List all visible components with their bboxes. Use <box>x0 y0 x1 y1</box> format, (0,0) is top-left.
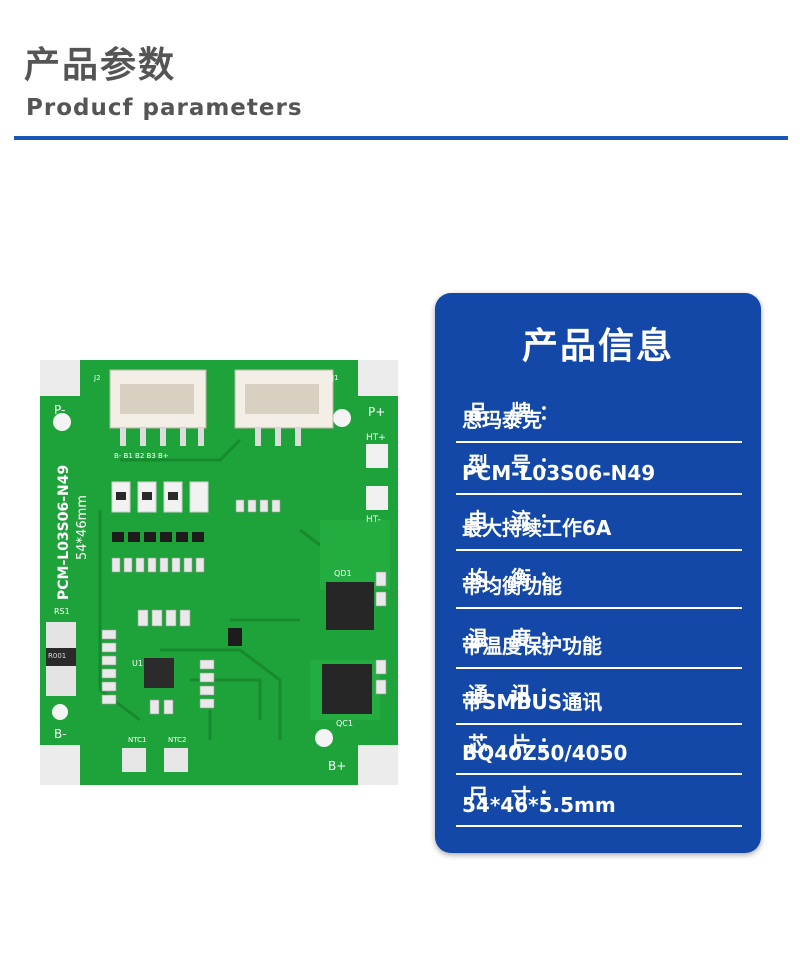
info-row-balance: 均 衡：带均衡功能 <box>456 555 742 609</box>
info-label: 型 号： <box>468 452 567 476</box>
svg-text:HT-: HT- <box>366 515 381 525</box>
info-row-brand: 品 牌：思玛泰克 <box>456 389 742 443</box>
svg-text:R001: R001 <box>48 652 66 660</box>
svg-text:RS1: RS1 <box>54 607 70 616</box>
svg-text:HT+: HT+ <box>366 433 386 443</box>
svg-text:U1: U1 <box>132 659 143 668</box>
pcb-board-image: P- P+ B- B+ HT+ HT- QD1 QC1 U1 NTC1 NTC2… <box>40 360 398 785</box>
info-value: 最大持续工作6A <box>462 516 612 540</box>
svg-text:QD1: QD1 <box>334 569 352 578</box>
info-label: 品 牌： <box>468 400 567 424</box>
svg-text:54*46mm: 54*46mm <box>75 495 90 560</box>
info-value: BQ40Z50/4050 <box>462 741 628 765</box>
svg-text:J2: J2 <box>93 374 101 382</box>
page-title-en: Producf parameters <box>26 95 303 121</box>
info-value: 带温度保护功能 <box>462 634 602 658</box>
info-value: PCM-L03S06-N49 <box>462 461 656 485</box>
svg-text:B+: B+ <box>328 759 346 773</box>
info-row-temperature: 温 度：带温度保护功能 <box>456 615 742 669</box>
info-row-communication: 通 讯：带SMBUS通讯 <box>456 671 742 725</box>
svg-text:P-: P- <box>54 403 65 417</box>
svg-text:B- B1 B2 B3 B+: B- B1 B2 B3 B+ <box>114 452 169 460</box>
info-value: 带SMBUS通讯 <box>462 690 603 714</box>
svg-text:NTC1: NTC1 <box>128 736 146 744</box>
page-title-cn: 产品参数 <box>24 45 177 86</box>
info-label: 电 流： <box>468 508 567 532</box>
info-value: 思玛泰克 <box>462 408 542 432</box>
info-row-size: 尺 寸：54*46*5.5mm <box>456 773 742 827</box>
info-label: 均 衡： <box>468 566 567 590</box>
info-label: 通 讯： <box>468 682 567 706</box>
svg-text:B-: B- <box>54 727 67 741</box>
product-info-card: 产品信息 品 牌：思玛泰克 型 号：PCM-L03S06-N49 电 流：最大持… <box>435 293 761 853</box>
info-label: 尺 寸： <box>468 784 567 808</box>
card-title: 产品信息 <box>521 326 674 367</box>
info-label: 温 度： <box>468 626 567 650</box>
svg-text:QC1: QC1 <box>336 719 353 728</box>
info-value: 带均衡功能 <box>462 574 562 598</box>
svg-text:J1: J1 <box>331 374 339 382</box>
svg-text:P+: P+ <box>368 405 385 419</box>
info-row-chip: 芯 片：BQ40Z50/4050 <box>456 721 742 775</box>
svg-text:NTC2: NTC2 <box>168 736 186 744</box>
info-row-model: 型 号：PCM-L03S06-N49 <box>456 441 742 495</box>
info-value: 54*46*5.5mm <box>462 793 616 817</box>
info-row-current: 电 流：最大持续工作6A <box>456 497 742 551</box>
svg-text:PCM-L03S06-N49: PCM-L03S06-N49 <box>56 465 72 600</box>
header-divider <box>14 136 788 140</box>
info-label: 芯 片： <box>468 732 567 756</box>
